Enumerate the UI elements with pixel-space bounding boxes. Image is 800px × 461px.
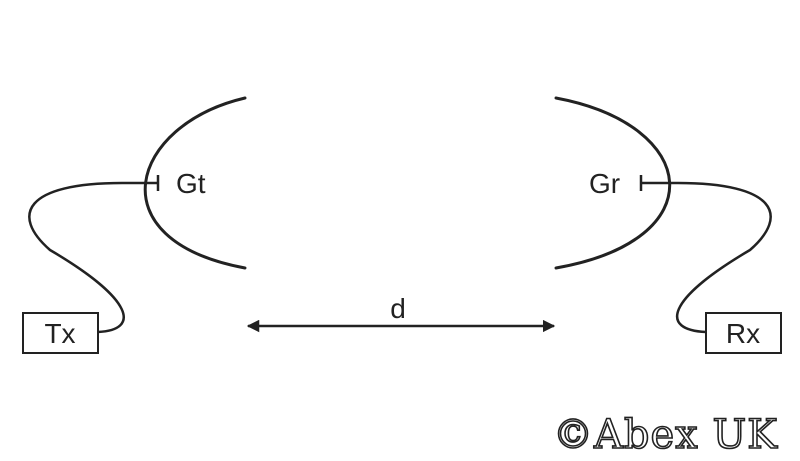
receiver-box bbox=[705, 312, 782, 354]
transmit-cable bbox=[28, 181, 125, 334]
distance-label: d bbox=[390, 293, 406, 324]
transmitter-label: Tx bbox=[44, 318, 75, 349]
receiver-label: Rx bbox=[726, 318, 760, 349]
copyright-watermark: ©Abex UK bbox=[553, 412, 778, 458]
receive-cable bbox=[675, 181, 772, 334]
transmitter-box bbox=[22, 312, 99, 354]
transmitter-gain-label: Gt bbox=[176, 168, 206, 199]
receiver-gain-label: Gr bbox=[589, 168, 620, 199]
